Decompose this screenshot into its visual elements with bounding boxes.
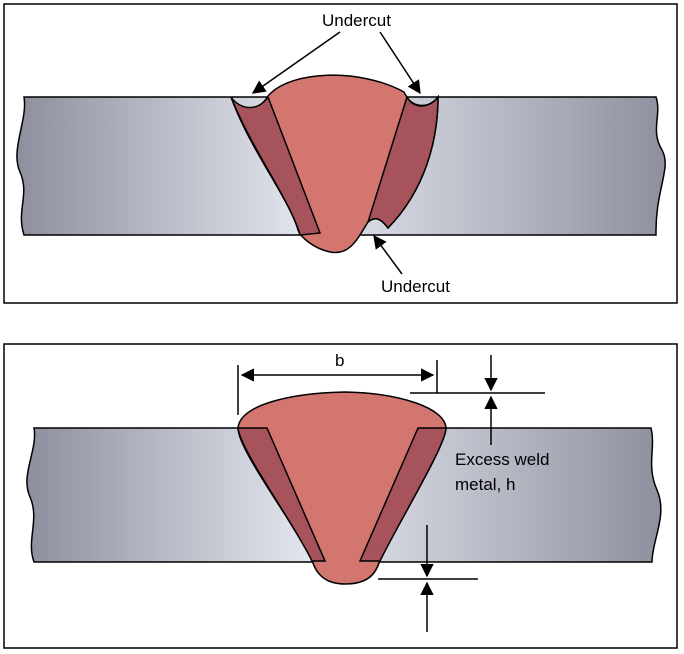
undercut-bottom-label: Undercut [381,277,450,296]
bottom-left-bevel [237,427,327,562]
excess-weld-label-line1: Excess weld [455,450,549,469]
excess-weld-label-line2: metal, h [455,475,515,494]
undercut-bottom-arrow [373,234,403,275]
top-panel: Undercut Undercut [3,3,678,304]
undercut-top-label: Undercut [322,11,391,30]
bottom-panel: b Excess weld metal, h [3,343,678,649]
b-label: b [335,351,344,370]
top-left-bevel [230,95,322,236]
undercut-left-arrow [251,31,341,94]
top-right-bevel [366,94,439,230]
undercut-right-arrow [379,31,421,95]
bottom-right-bevel [358,427,447,562]
